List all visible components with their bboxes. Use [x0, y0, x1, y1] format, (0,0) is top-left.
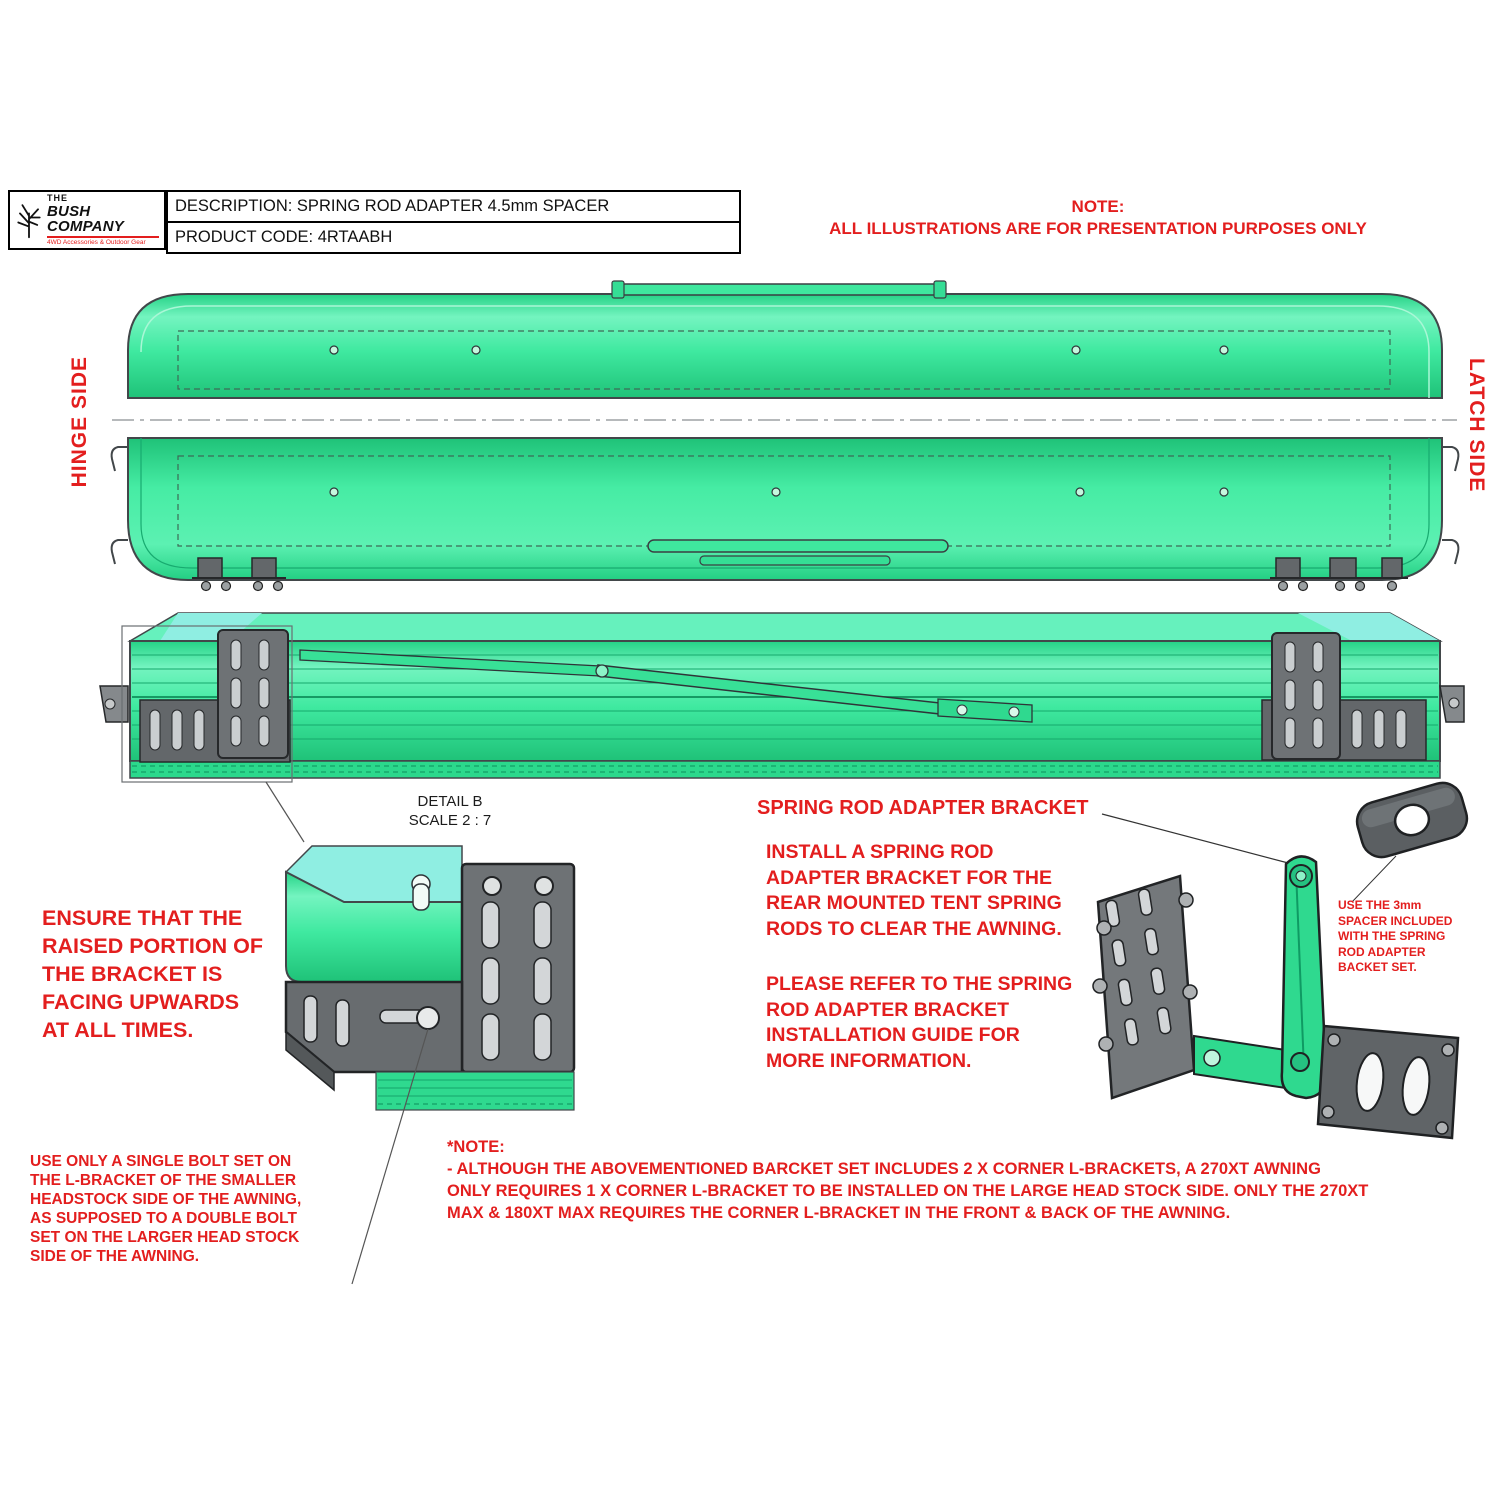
rivet — [1219, 345, 1229, 355]
presentation-note-title: NOTE: — [1071, 197, 1125, 216]
logo-the: THE — [47, 192, 68, 203]
right-oval-plate-3d — [1316, 1024, 1460, 1140]
bottom-note-body: - ALTHOUGH THE ABOVEMENTIONED BARCKET SE… — [447, 1160, 1369, 1223]
rivet — [1075, 487, 1085, 497]
heading-leader-line — [1101, 813, 1293, 865]
right-bracket-side — [1261, 632, 1427, 761]
latch-side-label: LATCH SIDE — [1465, 358, 1488, 493]
refer-annotation: PLEASE REFER TO THE SPRING ROD ADAPTER B… — [766, 973, 1073, 1073]
product-code-row: PRODUCT CODE: 4RTAABH — [166, 221, 741, 254]
install-annotation: INSTALL A SPRING ROD ADAPTER BRACKET FOR… — [766, 841, 1062, 941]
bottom-handle — [647, 539, 949, 566]
latch-hook — [1442, 539, 1460, 565]
hinge-hook — [110, 539, 128, 565]
hinge-hook — [110, 446, 128, 472]
spring-rod-adapter-bracket-3d — [1092, 781, 1469, 1140]
detail-leader-line — [265, 781, 305, 843]
rivet — [329, 345, 339, 355]
bottom-note-title: *NOTE: — [447, 1138, 505, 1156]
title-block: THE BUSH COMPANY 4WD Accessories & Outdo… — [8, 190, 741, 254]
single-bolt — [416, 1006, 440, 1030]
detail-b-illustration — [284, 845, 576, 1285]
awning-side-view-illustration — [99, 612, 1465, 843]
detail-b-scale: SCALE 2 : 7 — [408, 811, 492, 829]
mounting-feet-right — [1270, 557, 1408, 592]
detail-b-label: DETAIL B SCALE 2 : 7 — [385, 793, 515, 831]
mounting-feet-left — [192, 557, 286, 592]
tree-icon — [17, 204, 41, 239]
left-bracket-side — [139, 629, 291, 763]
bush-company-logo: THE BUSH COMPANY 4WD Accessories & Outdo… — [8, 190, 166, 250]
rivet — [771, 487, 781, 497]
ensure-annotation: ENSURE THAT THE RAISED PORTION OF THE BR… — [42, 906, 263, 1042]
detail-b-title: DETAIL B — [417, 793, 483, 810]
logo-name: BUSH COMPANY — [47, 202, 124, 235]
logo-tagline: 4WD Accessories & Outdoor Gear — [47, 238, 146, 246]
rivet — [1219, 487, 1229, 497]
spacer-leader-line — [1351, 855, 1397, 903]
slotted-plate — [460, 862, 576, 1074]
hinge-side-label: HINGE SIDE — [68, 356, 91, 488]
spacer-annotation: USE THE 3mm SPACER INCLUDED WITH THE SPR… — [1338, 898, 1453, 975]
bolt-leader-line — [351, 1028, 429, 1285]
rivet — [329, 487, 339, 497]
rivet — [1071, 345, 1081, 355]
bracket-heading: SPRING ROD ADAPTER BRACKET — [757, 797, 1089, 819]
presentation-note: NOTE: ALL ILLUSTRATIONS ARE FOR PRESENTA… — [828, 196, 1368, 240]
top-handle — [611, 280, 947, 299]
bottom-note: *NOTE: - ALTHOUGH THE ABOVEMENTIONED BAR… — [447, 1136, 1457, 1224]
rivet — [471, 345, 481, 355]
detail-callout-box — [121, 625, 293, 783]
latch-hook — [1442, 446, 1460, 472]
cyan-face — [1298, 613, 1440, 641]
logo-underline — [47, 235, 159, 238]
single-bolt-annotation: USE ONLY A SINGLE BOLT SET ON THE L-BRAC… — [30, 1153, 302, 1265]
awning-top-view-illustration — [110, 280, 1460, 592]
presentation-note-body: ALL ILLUSTRATIONS ARE FOR PRESENTATION P… — [829, 219, 1367, 239]
description-row: DESCRIPTION: SPRING ROD ADAPTER 4.5mm SP… — [166, 190, 741, 223]
spacer-part — [1355, 781, 1469, 859]
